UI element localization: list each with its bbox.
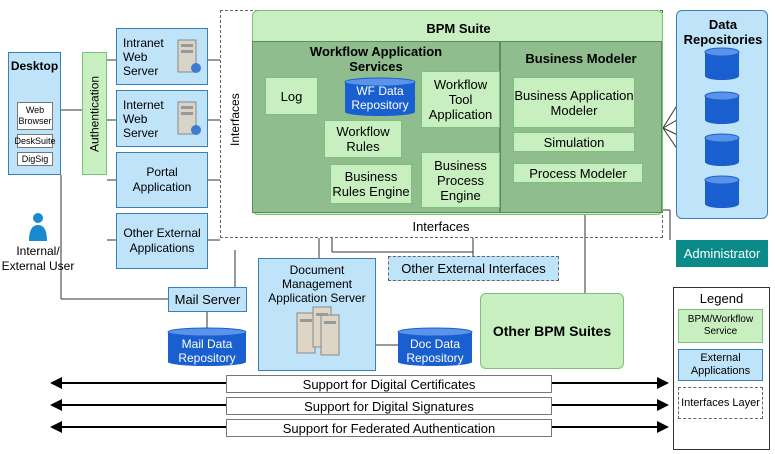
server-icon [177,101,201,135]
business-application-modeler: Business Application Modeler [513,77,635,128]
doc-data-repository-label: Doc Data Repository [406,337,464,365]
mail-server-box: Mail Server [168,287,247,312]
business-rules-engine: Business Rules Engine [330,164,412,204]
server-stack-icon [296,306,340,356]
legend-title: Legend [699,291,744,306]
administrator-box: Administrator [676,240,768,267]
data-repositories-title: Data Repositories [683,17,763,47]
interfaces-vertical-label: Interfaces [228,93,242,147]
desktop-title: Desktop [10,59,59,73]
legend-bpm-workflow-service: BPM/Workflow Service [678,309,763,343]
simulation-box: Simulation [513,132,635,152]
authentication-bar: Authentication [82,52,107,175]
server-icon [177,39,201,73]
mail-data-repository-cylinder [167,327,247,366]
other-external-applications: Other External Applications [116,213,208,269]
repository-cylinders [704,47,740,208]
desksuite-item: DeskSuite [14,134,56,148]
user-icon [29,213,47,241]
portal-application: Portal Application [116,152,208,208]
legend-external-applications: External Applications [678,349,763,381]
intranet-web-server: Intranet Web Server [116,28,208,85]
other-ext-label: Other External Applications [123,226,201,255]
digsig-item: DigSig [17,152,53,166]
wf-data-repository-cylinder [344,77,416,116]
support-federated-authentication: Support for Federated Authentication [226,419,552,437]
support-digital-signatures: Support for Digital Signatures [226,397,552,415]
internet-label: Internet Web Server [123,97,164,140]
wf-data-repository-label: WF Data Repository [351,84,409,112]
bpm-suite-title: BPM Suite [426,21,491,36]
workflow-tool-application: Workflow Tool Application [421,71,500,128]
authentication-label: Authentication [87,75,102,152]
repository-cylinder-4 [704,175,740,208]
workflow-rules-box: Workflow Rules [324,120,402,158]
portal-label: Portal Application [132,165,192,194]
repository-cylinder-1 [704,47,740,80]
intranet-label: Intranet Web Server [123,35,164,78]
business-process-engine: Business Process Engine [421,152,500,208]
business-modeler-title: Business Modeler [525,51,637,66]
support-digital-certificates: Support for Digital Certificates [226,375,552,393]
web-browser-item: Web Browser [17,102,53,130]
legend-interfaces-layer: Interfaces Layer [678,387,763,419]
other-bpm-suites-box: Other BPM Suites [480,293,624,369]
repository-cylinder-2 [704,91,740,124]
internet-web-server: Internet Web Server [116,90,208,147]
user-label: Internal/ External User [1,244,75,273]
process-modeler-box: Process Modeler [513,163,643,183]
workflow-services-title: Workflow Application Services [309,44,443,74]
log-box: Log [265,77,318,115]
interfaces-label: Interfaces [412,219,470,234]
doc-mgmt-label: Document Management Application Server [268,263,366,305]
mail-data-repository-label: Mail Data Repository [178,337,236,365]
doc-data-repository-cylinder [397,327,473,366]
other-external-interfaces-box: Other External Interfaces [388,256,559,281]
repository-cylinder-3 [704,133,740,166]
